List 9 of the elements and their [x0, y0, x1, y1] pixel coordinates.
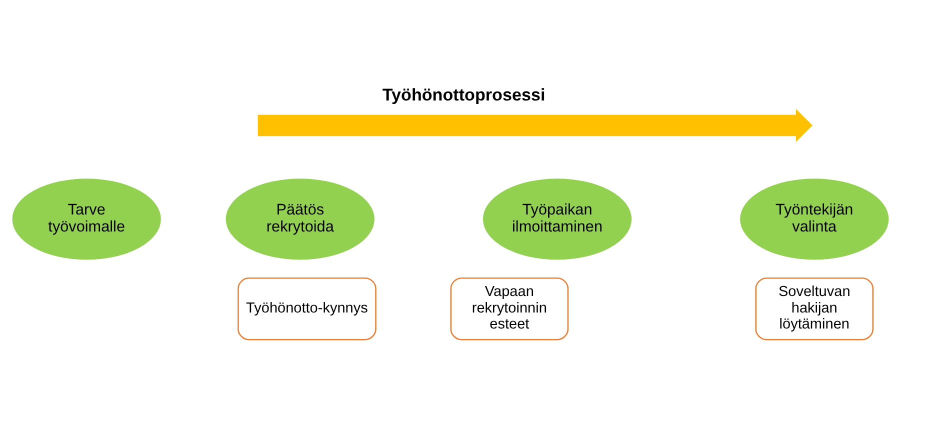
node-box: Vapaan rekrytoinnin esteet: [450, 276, 569, 340]
node-ellipse: Työpaikan ilmoittaminen: [482, 178, 632, 260]
node-ellipse: Tarve työvoimalle: [12, 178, 161, 260]
node-box: Työhönotto-kynnys: [238, 276, 376, 340]
node-ellipse: Työntekijän valinta: [740, 178, 889, 260]
node-ellipse: Päätös rekrytoida: [226, 178, 374, 260]
node-arrow: [258, 108, 812, 142]
node-box: Soveltuvan hakijan löytäminen: [755, 276, 874, 340]
diagram-title: Työhönottoprosessi: [382, 85, 546, 104]
